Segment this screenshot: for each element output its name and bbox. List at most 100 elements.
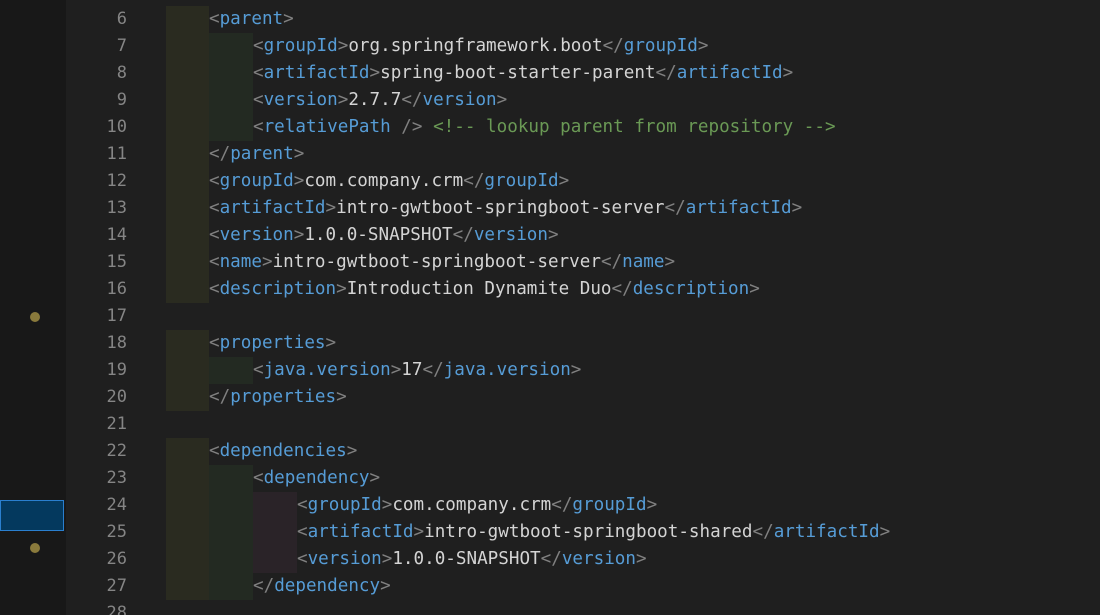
- token-punct: <: [209, 441, 220, 461]
- code-text: </parent>: [209, 141, 304, 168]
- indent-highlight: [166, 141, 209, 168]
- code-line[interactable]: 14<version>1.0.0-SNAPSHOT</version>: [66, 222, 1100, 249]
- token-punct: >: [570, 360, 582, 380]
- code-text: </properties>: [209, 384, 347, 411]
- token-tag: dependency: [274, 576, 381, 596]
- token-tag: properties: [219, 333, 326, 353]
- token-punct: >: [646, 495, 658, 515]
- token-punct: >: [558, 171, 570, 191]
- code-text: <artifactId>intro-gwtboot-springboot-sha…: [297, 519, 890, 546]
- indent-highlight: [209, 87, 253, 114]
- token-punct: <: [209, 333, 220, 353]
- token-tag: groupId: [263, 36, 338, 56]
- token-punct: >: [749, 279, 760, 299]
- code-line[interactable]: 21: [66, 411, 1100, 438]
- code-line[interactable]: 28: [66, 600, 1100, 615]
- code-line[interactable]: 10<relativePath /> <!-- lookup parent fr…: [66, 114, 1100, 141]
- code-line[interactable]: 22<dependencies>: [66, 438, 1100, 465]
- explorer-selected-item[interactable]: [0, 500, 64, 531]
- token-tag: parent: [219, 9, 284, 29]
- line-number: 28: [106, 603, 127, 615]
- line-number: 12: [106, 171, 127, 191]
- token-punct: </: [602, 36, 624, 56]
- token-punct: <: [209, 252, 220, 272]
- code-line[interactable]: 18<properties>: [66, 330, 1100, 357]
- token-punct: </: [655, 63, 677, 83]
- code-line[interactable]: 9<version>2.7.7</version>: [66, 87, 1100, 114]
- code-line[interactable]: 25<artifactId>intro-gwtboot-springboot-s…: [66, 519, 1100, 546]
- token-punct: <: [209, 225, 220, 245]
- token-punct: >: [697, 36, 709, 56]
- indent-highlight: [166, 384, 209, 411]
- code-line[interactable]: 7<groupId>org.springframework.boot</grou…: [66, 33, 1100, 60]
- token-tag: description: [632, 279, 750, 299]
- token-tag: groupId: [219, 171, 294, 191]
- token-punct: >: [547, 225, 559, 245]
- token-punct: <: [253, 90, 264, 110]
- indent-highlight: [166, 222, 209, 249]
- code-text: </dependency>: [253, 573, 391, 600]
- code-text: <description>Introduction Dynamite Duo</…: [209, 276, 760, 303]
- token-tag: version: [307, 549, 382, 569]
- token-text: intro-gwtboot-springboot-server: [336, 198, 665, 218]
- code-line[interactable]: 13<artifactId>intro-gwtboot-springboot-s…: [66, 195, 1100, 222]
- code-line[interactable]: 27</dependency>: [66, 573, 1100, 600]
- line-number: 14: [106, 225, 127, 245]
- token-punct: >: [261, 252, 273, 272]
- code-text: <relativePath /> <!-- lookup parent from…: [253, 114, 836, 141]
- token-tag: artifactId: [307, 522, 414, 542]
- indent-highlight: [166, 465, 209, 492]
- code-line[interactable]: 12<groupId>com.company.crm</groupId>: [66, 168, 1100, 195]
- indent-highlight: [209, 60, 253, 87]
- indent-highlight: [166, 438, 209, 465]
- indent-highlight: [166, 6, 209, 33]
- indent-highlight: [166, 546, 209, 573]
- token-text: com.company.crm: [304, 171, 464, 191]
- code-line[interactable]: 11</parent>: [66, 141, 1100, 168]
- code-line[interactable]: 16<description>Introduction Dynamite Duo…: [66, 276, 1100, 303]
- token-tag: artifactId: [773, 522, 880, 542]
- code-text: <dependency>: [253, 465, 380, 492]
- token-punct: </: [209, 144, 231, 164]
- token-punct: >: [496, 90, 508, 110]
- token-punct: >: [369, 63, 381, 83]
- token-punct: </: [551, 495, 573, 515]
- token-punct: <: [253, 117, 264, 137]
- token-text: Introduction Dynamite Duo: [346, 279, 612, 299]
- code-line[interactable]: 6<parent>: [66, 6, 1100, 33]
- line-number: 20: [106, 387, 127, 407]
- line-number: 23: [106, 468, 127, 488]
- explorer-sidebar-edge: [0, 0, 66, 615]
- token-punct: >: [346, 441, 358, 461]
- token-punct: >: [390, 360, 402, 380]
- token-comment: <!-- lookup parent from repository -->: [433, 117, 836, 137]
- token-punct: <: [253, 360, 264, 380]
- code-editor[interactable]: 6<parent>7<groupId>org.springframework.b…: [66, 0, 1100, 615]
- token-punct: </: [253, 576, 275, 596]
- line-number: 22: [106, 441, 127, 461]
- indent-highlight: [253, 492, 297, 519]
- token-punct: </: [540, 549, 562, 569]
- token-tag: name: [219, 252, 262, 272]
- code-line[interactable]: 26<version>1.0.0-SNAPSHOT</version>: [66, 546, 1100, 573]
- token-punct: <: [253, 36, 264, 56]
- code-line[interactable]: 20 </properties>: [66, 384, 1100, 411]
- modified-dot-icon: [30, 312, 40, 322]
- code-line[interactable]: 8<artifactId>spring-boot-starter-parent<…: [66, 60, 1100, 87]
- token-text: intro-gwtboot-springboot-server: [272, 252, 601, 272]
- token-punct: >: [336, 279, 347, 299]
- token-tag: name: [622, 252, 665, 272]
- token-punct: >: [782, 63, 794, 83]
- code-line[interactable]: 24<groupId>com.company.crm</groupId>: [66, 492, 1100, 519]
- indent-highlight: [209, 492, 253, 519]
- token-tag: parent: [230, 144, 294, 164]
- token-punct: </: [401, 90, 423, 110]
- code-line[interactable]: 19<java.version>17</java.version>: [66, 357, 1100, 384]
- code-line[interactable]: 23 <dependency>: [66, 465, 1100, 492]
- token-punct: <: [297, 495, 308, 515]
- indent-highlight: [166, 60, 209, 87]
- line-number: 6: [116, 9, 127, 29]
- code-line[interactable]: 17: [66, 303, 1100, 330]
- code-line[interactable]: 15<name>intro-gwtboot-springboot-server<…: [66, 249, 1100, 276]
